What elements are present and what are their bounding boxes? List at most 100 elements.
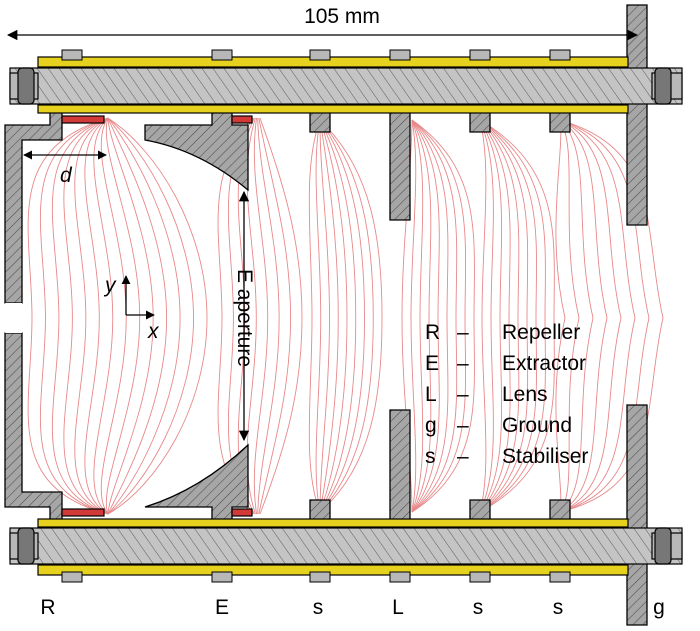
field-line [479, 119, 487, 513]
contact-repeller-bottom [61, 508, 105, 517]
repeller-electrode-lower [4, 332, 63, 521]
field-line [555, 119, 566, 513]
stabiliser-3-upper [549, 111, 571, 133]
stabiliser-1-lower [309, 499, 331, 521]
legend-dash: – [457, 352, 469, 375]
field-line [479, 119, 555, 513]
ground-electrode [626, 4, 648, 226]
legend-desc: Extractor [502, 352, 586, 375]
bottom-insulator-inner [37, 518, 629, 528]
legend-key: R [425, 321, 440, 344]
electrode-label: g [653, 596, 665, 619]
field-line [410, 119, 417, 513]
field-line [319, 119, 357, 513]
gap-indicator: d [23, 150, 107, 187]
bottom-rod [9, 527, 683, 565]
legend-desc: Stabiliser [502, 445, 588, 468]
field-line [259, 117, 303, 515]
field-line [107, 117, 208, 515]
field-line [105, 117, 141, 515]
nut-top-left [17, 67, 35, 105]
field-line [479, 119, 537, 513]
contact-repeller-top [61, 115, 105, 124]
legend-key: E [425, 352, 439, 375]
field-line [107, 117, 181, 515]
field-line [63, 117, 109, 515]
field-line [51, 117, 109, 515]
electrode-label: E [215, 596, 229, 619]
electrode-assembly [4, 4, 648, 626]
top-insulator-inner [37, 104, 629, 114]
dimension-indicator: 105 mm [6, 5, 639, 41]
legend-key: g [425, 414, 437, 437]
field-line [559, 119, 650, 513]
field-line [411, 119, 467, 513]
field-line [319, 119, 374, 513]
field-line [319, 119, 348, 513]
field-line [559, 119, 664, 513]
stabiliser-1-upper [309, 111, 331, 133]
nut-bottom-right [654, 527, 672, 565]
legend-dash: – [457, 383, 469, 406]
field-line [315, 119, 322, 513]
x-axis-label: x [147, 320, 160, 343]
field-line [479, 119, 511, 513]
electrode-label: s [473, 596, 484, 619]
legend-dash: – [457, 445, 469, 468]
legend-key: s [425, 445, 436, 468]
top-rod [9, 67, 683, 105]
field-line [411, 119, 475, 513]
field-lines [27, 117, 664, 515]
aperture-label: E aperture [233, 269, 256, 367]
field-line [479, 119, 520, 513]
nut-top-right [654, 67, 672, 105]
field-line [479, 119, 546, 513]
field-line [411, 119, 432, 513]
top-insulator-outer [37, 56, 629, 68]
legend-desc: Ground [502, 414, 572, 437]
field-line [39, 117, 109, 515]
field-line [253, 117, 269, 515]
electrode-label: L [392, 596, 404, 619]
field-line [84, 117, 109, 515]
field-line [308, 119, 321, 513]
legend-dash: – [457, 414, 469, 437]
field-line [479, 119, 529, 513]
legend-dash: – [457, 321, 469, 344]
dimension-label: 105 mm [304, 5, 380, 28]
field-line [559, 119, 594, 513]
repeller-aperture-notch [5, 303, 22, 333]
field-line [319, 119, 383, 513]
field-line [479, 119, 494, 513]
field-line [27, 117, 109, 515]
field-line [411, 119, 449, 513]
field-line [559, 119, 608, 513]
field-line [479, 119, 503, 513]
stabiliser-2-upper [469, 111, 491, 133]
gap-label: d [60, 164, 73, 187]
y-axis-label: y [103, 274, 117, 297]
electrode-label: R [40, 596, 55, 619]
field-line [319, 119, 339, 513]
field-line [258, 117, 292, 515]
field-line [319, 119, 330, 513]
nut-bottom-left [17, 527, 35, 565]
repeller-electrode [4, 111, 63, 304]
field-line [107, 117, 168, 515]
lens-electrode-upper [389, 107, 411, 221]
field-line [559, 119, 580, 513]
legend-key: L [425, 383, 437, 406]
legend-desc: Repeller [502, 321, 580, 344]
support-rods [9, 56, 683, 576]
aperture-indicator: E aperture [233, 190, 256, 442]
field-line [100, 117, 127, 515]
axis-indicator: y x [103, 274, 160, 343]
extractor-electrode-upper [144, 111, 249, 192]
electrode-label: s [553, 596, 564, 619]
field-line [559, 119, 622, 513]
lens-electrode-lower [389, 409, 411, 525]
field-line [257, 117, 280, 515]
field-line [93, 117, 114, 515]
